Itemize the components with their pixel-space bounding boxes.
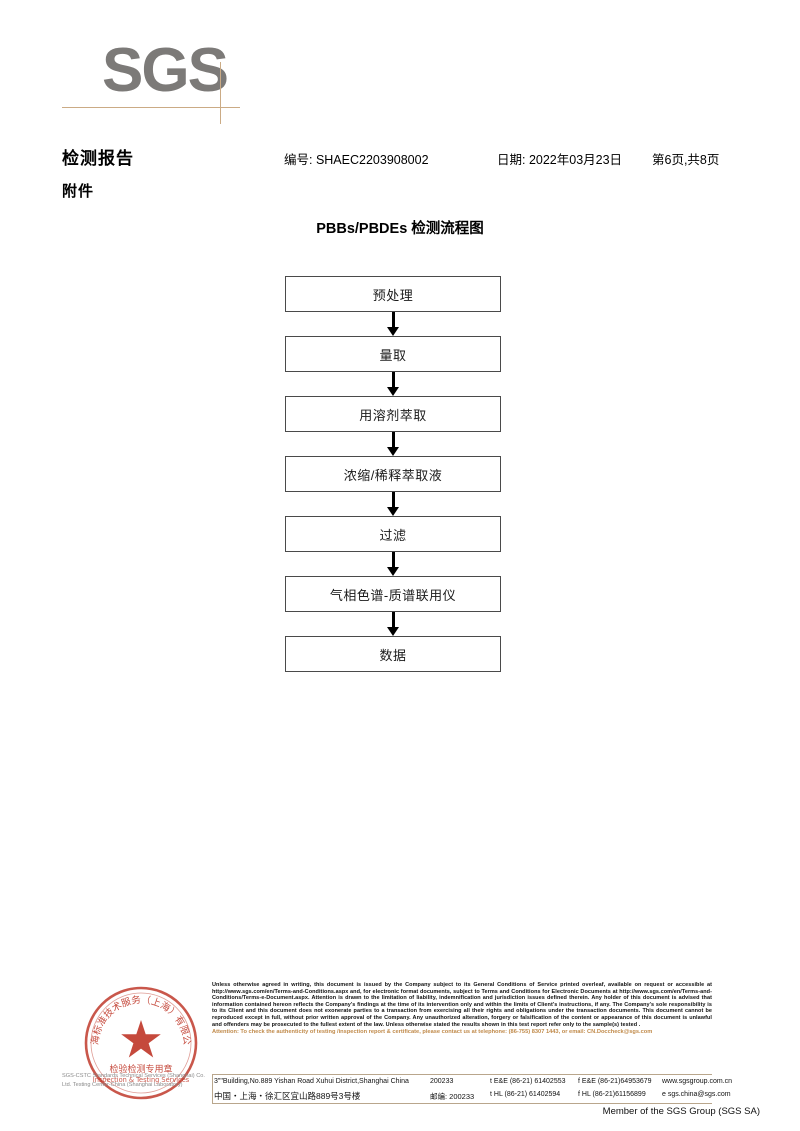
- flow-node: 量取: [285, 336, 501, 372]
- postal-code-cn: 邮编: 200233: [430, 1092, 475, 1101]
- address-line-en: 3""Building,No.889 Yishan Road Xuhui Dis…: [214, 1078, 409, 1085]
- document-footer: 上海标准技术服务（上海）有限公司 检验检测专用章 Inspection & Te…: [0, 978, 800, 1131]
- flow-arrow-down-icon: [285, 312, 501, 336]
- svg-text:检验检测专用章: 检验检测专用章: [109, 1063, 172, 1075]
- report-date: 日期: 2022年03月23日: [497, 153, 623, 167]
- attention-notice-text: Attention: To check the authenticity of …: [212, 1029, 653, 1036]
- sgs-group-member-line: Member of the SGS Group (SGS SA): [602, 1106, 760, 1117]
- flow-arrow-down-icon: [285, 432, 501, 456]
- email-address[interactable]: e sgs.china@sgs.com: [662, 1091, 731, 1098]
- flow-node: 预处理: [285, 276, 501, 312]
- flow-node: 过滤: [285, 516, 501, 552]
- svg-text:Inspection & Testing Services: Inspection & Testing Services: [93, 1076, 190, 1084]
- flow-node: 气相色谱-质谱联用仪: [285, 576, 501, 612]
- official-seal-stamp-icon: 上海标准技术服务（上海）有限公司 检验检测专用章 Inspection & Te…: [82, 984, 200, 1102]
- fax-hl: f HL (86-21)61156899: [578, 1091, 646, 1098]
- telephone-hl: t HL (86-21) 61402594: [490, 1091, 561, 1098]
- legal-terms-text: Unless otherwise agreed in writing, this…: [212, 982, 712, 1028]
- flow-arrow-down-icon: [285, 372, 501, 396]
- flow-arrow-down-icon: [285, 552, 501, 576]
- flowchart: 预处理 量取 用溶剂萃取 浓缩/稀释萃取液 过滤 气相色谱-质谱联用仪 数据: [285, 276, 503, 672]
- flow-node: 用溶剂萃取: [285, 396, 501, 432]
- flow-node: 数据: [285, 636, 501, 672]
- document-header: 检测报告 编号: SHAEC2203908002 日期: 2022年03月23日…: [62, 144, 742, 170]
- address-row-chinese: 中国・上海・徐汇区宜山路889号3号楼 邮编: 200233 t HL (86-…: [212, 1089, 731, 1102]
- sgs-wordmark: SGS: [102, 36, 229, 105]
- logo-vertical-rule: [220, 62, 221, 124]
- contact-address-block: 3""Building,No.889 Yishan Road Xuhui Dis…: [212, 1074, 732, 1104]
- fax-ee: f E&E (86-21)64953679: [578, 1078, 652, 1085]
- address-line-cn: 中国・上海・徐汇区宜山路889号3号楼: [214, 1091, 361, 1101]
- page-number: 第6页,共8页: [652, 153, 720, 167]
- company-legal-name: SGS-CSTC Standards Technical Services (S…: [62, 1073, 205, 1088]
- attachment-label: 附件: [62, 183, 95, 200]
- report-number: 编号: SHAEC2203908002: [284, 153, 429, 167]
- page-title: 检测报告: [62, 149, 134, 168]
- address-row-english: 3""Building,No.889 Yishan Road Xuhui Dis…: [212, 1076, 732, 1089]
- flow-node: 浓缩/稀释萃取液: [285, 456, 501, 492]
- flowchart-title: PBBs/PBDEs 检测流程图: [316, 221, 484, 237]
- sgs-logo: SGS: [62, 34, 362, 126]
- website-url[interactable]: www.sgsgroup.com.cn: [662, 1078, 733, 1085]
- flow-arrow-down-icon: [285, 612, 501, 636]
- address-divider: [212, 1074, 213, 1104]
- logo-horizontal-rule: [62, 107, 240, 108]
- postal-code-en: 200233: [430, 1078, 454, 1085]
- flow-arrow-down-icon: [285, 492, 501, 516]
- telephone-ee: t E&E (86-21) 61402553: [490, 1078, 566, 1085]
- legal-disclaimer: Unless otherwise agreed in writing, this…: [212, 982, 712, 1036]
